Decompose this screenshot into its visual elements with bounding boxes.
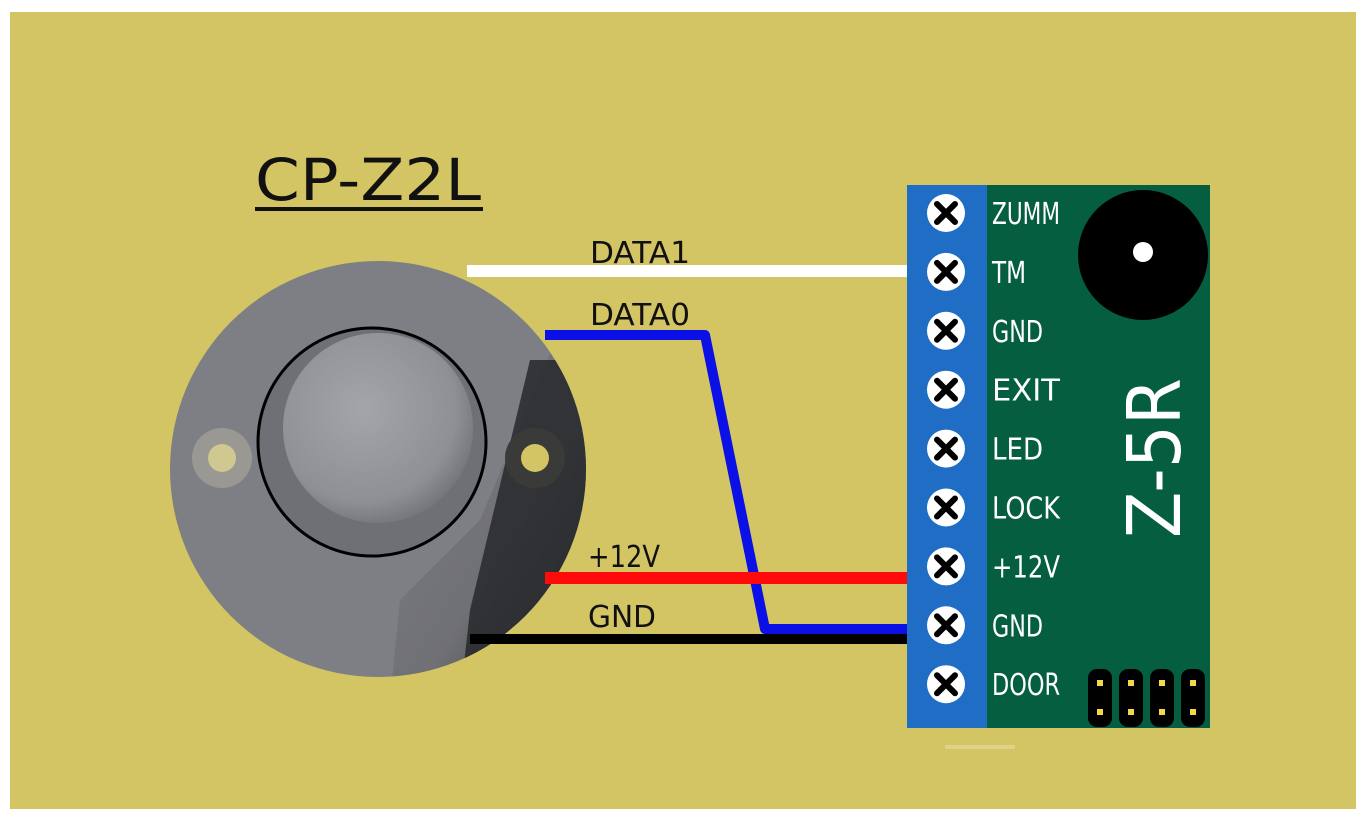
reader-title: CP-Z2L [255, 146, 481, 214]
screw-icon [927, 311, 965, 350]
jumper-header-icon [1088, 669, 1205, 727]
screw-icon [927, 370, 965, 409]
screw-icon [927, 488, 965, 527]
terminal-label-gnd: GND [992, 609, 1043, 644]
wire-label-gnd: GND [588, 600, 656, 635]
screw-icon [927, 194, 965, 232]
wire-label-plus12v: +12V [588, 540, 660, 575]
reader-cp-z2l [170, 261, 586, 677]
wire-label-data1: DATA1 [590, 236, 690, 271]
controller-z5r: Z-5R ZUMM TM GND EXIT LED LOCK +12V GND DOOR [907, 185, 1210, 728]
terminal-label-led: LED [992, 433, 1043, 468]
screw-icon [927, 252, 965, 291]
terminal-label-exit: EXIT [992, 374, 1061, 409]
wire-label-data0: DATA0 [590, 298, 690, 333]
terminal-list: ZUMM TM GND EXIT LED LOCK +12V GND DOOR [927, 194, 1061, 704]
controller-model-label: Z-5R [1112, 378, 1198, 538]
screw-icon [927, 429, 965, 468]
screw-icon [927, 547, 965, 586]
terminal-label-lock: LOCK [992, 492, 1061, 527]
wire-data0 [545, 330, 915, 634]
reader-title-underline [255, 207, 483, 211]
wires [467, 265, 915, 644]
terminal-label-zumm: ZUMM [992, 197, 1060, 232]
screw-icon [927, 606, 965, 645]
screw-icon [927, 665, 965, 704]
terminal-label-door: DOOR [992, 668, 1060, 703]
terminal-label-tm: TM [991, 256, 1026, 291]
terminal-label-gnd: GND [992, 315, 1043, 350]
terminal-label-12v: +12V [992, 550, 1060, 585]
buzzer-icon [1078, 190, 1208, 320]
